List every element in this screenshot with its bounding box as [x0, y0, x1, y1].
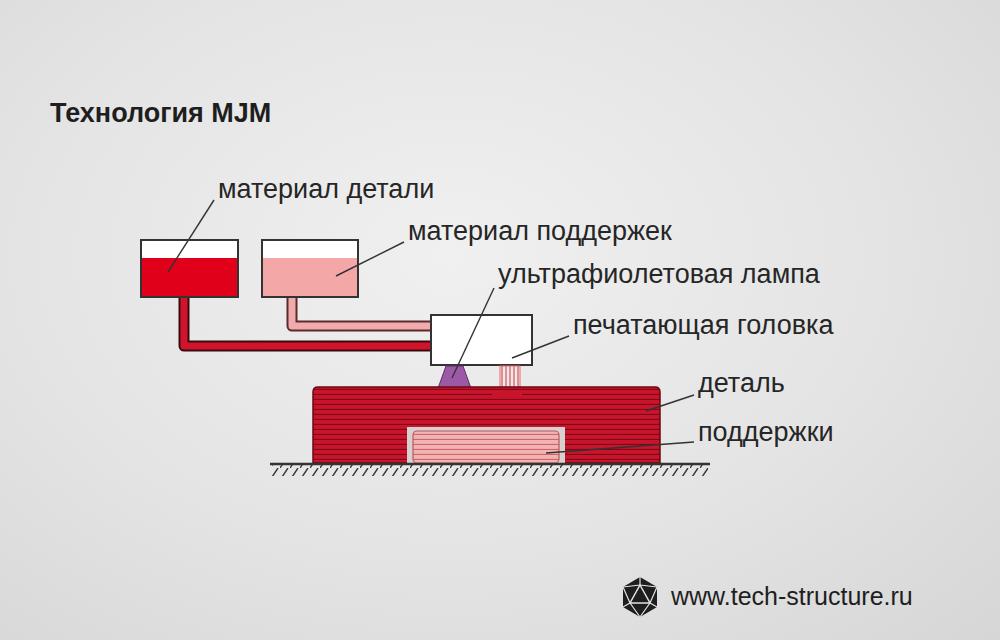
- build-platform: [270, 464, 710, 476]
- part-label: материал детали: [218, 174, 434, 205]
- printed-part: [313, 387, 660, 463]
- part-material-pipe: [184, 296, 432, 346]
- part-material-tank: [141, 240, 238, 297]
- part-label: деталь: [698, 368, 785, 399]
- part-label: материал поддержек: [408, 216, 672, 247]
- support-material-tank: [262, 240, 358, 297]
- watermark: www.tech-structure.ru: [671, 582, 913, 611]
- logo-icon: [623, 577, 657, 617]
- part-label: ультрафиолетовая лампа: [498, 259, 820, 290]
- support-structure: [407, 427, 565, 463]
- print-head: [431, 315, 532, 365]
- part-label: поддержки: [698, 417, 834, 448]
- diagram-title: Технология MJM: [50, 98, 271, 129]
- part-label: печатающая головка: [573, 310, 833, 341]
- support-material-pipe: [292, 296, 432, 326]
